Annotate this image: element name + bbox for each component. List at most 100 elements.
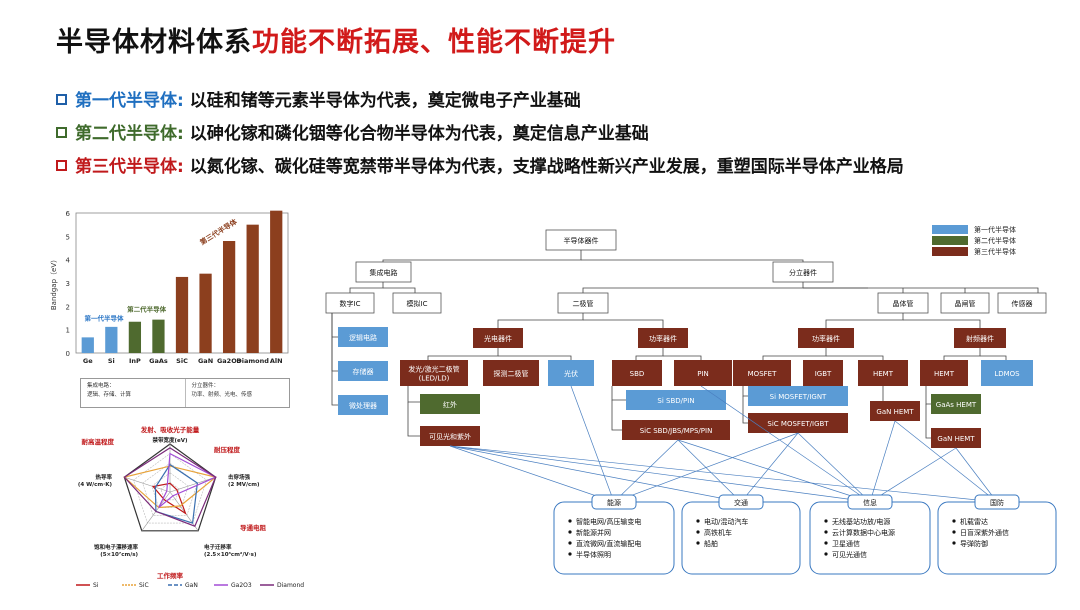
node-gaas-hemt [931,394,981,414]
node-hemt-label: HEMT [873,370,894,378]
node-ic-sub [338,395,388,415]
connector [803,287,1039,293]
app-link [740,432,799,503]
node-sensor-label: 传感器 [1012,299,1033,308]
radar-grid [160,482,180,501]
y-tick-label: 1 [66,327,70,335]
connector [903,319,981,328]
title-accent: 功能不断拓展、性能不断提升 [252,27,616,58]
radar-callout: 发射、吸收光子能量 [140,425,200,434]
connector [925,386,931,405]
app-link [449,445,871,503]
app-link [894,420,998,503]
connector [497,313,584,328]
checkbox-icon [56,94,67,105]
y-tick-label: 6 [66,210,71,218]
app-link [797,432,871,503]
y-tick-label: 3 [66,280,70,288]
legend-swatch [932,225,968,234]
radar-series-SiC [123,465,217,509]
node-gan-hemt [870,401,920,421]
bullet-dot [568,519,572,523]
node-sic-sbd-label: SiC SBD/JBS/MPS/PIN [640,427,713,435]
connector [980,355,1007,360]
node-detector-label: 探测二极管 [494,369,529,378]
app-link [570,385,615,503]
app-link [449,445,998,503]
connector [825,313,904,328]
connector [383,287,416,293]
app-tag [847,494,893,510]
node-power-trans-label: 功率器件 [812,334,840,343]
connector [611,400,622,431]
app-item: 无线基站功放/电源 [832,517,890,526]
legend-label: 第一代半导体 [974,225,1016,234]
bullet-dot [952,541,956,545]
radar-callout: 耐高温程度 [82,437,115,446]
app-title: 信息 [863,498,877,507]
bullet-dot [568,552,572,556]
radar-legend-label: GaN [185,582,198,589]
bar-Ga2O3 [222,241,236,353]
bullet-dot [696,541,700,545]
app-title: 能源 [607,498,621,507]
node-igbt [803,360,843,386]
y-tick-label: 4 [66,257,71,265]
node-led [400,360,468,386]
app-item: 机载雷达 [960,517,988,526]
node-rf [954,328,1006,348]
connector [382,250,582,262]
node-power-diode [638,328,688,348]
legend-ic: 集成电路：逻辑、存储、计算 [87,383,132,398]
node-opto [473,328,523,348]
node-gaas-hemt-label: GaAs HEMT [936,401,977,409]
page-title: 半导体材料体系功能不断拓展、性能不断提升 [56,20,616,59]
radar-axis-label: 电子迁移率(2.5×10³cm²/V·s) [204,543,257,558]
bullet-dot [568,541,572,545]
app-title: 国防 [990,498,1004,507]
node-ldmos [981,360,1033,386]
connector [826,355,884,360]
node-hemt [858,360,908,386]
app-link [869,447,957,503]
radar-axis-label: 热导率(4 W/cm·K) [78,473,113,488]
bullet-dot [568,530,572,534]
connector [349,282,384,293]
bullet-dot [824,552,828,556]
bullet-gen2: 第二代半导体: 以砷化镓和磷化铟等化合物半导体为代表，奠定信息产业基础 [56,119,649,144]
app-tag [974,494,1020,510]
annotation-gen2: 第二代半导体 [127,304,167,313]
connector [663,355,702,360]
connector [498,355,572,360]
radar-series-Ga2O3 [158,452,218,508]
radar-legend-label: SiC [139,582,149,589]
app-item: 卫星通信 [832,539,860,548]
bullet-gen1: 第一代半导体: 以硅和锗等元素半导体为代表，奠定微电子产业基础 [56,86,581,111]
y-tick-label: 2 [66,303,70,311]
x-tick-label: Ga2O3 [217,357,241,365]
bullet-label: 第一代半导体: [75,91,184,111]
title-main: 半导体材料体系 [56,27,252,58]
radar-spoke [169,476,216,493]
checkbox-icon [56,160,67,171]
bullet-dot [696,519,700,523]
node-pin-label: PIN [697,370,709,378]
connector [581,259,804,262]
app-item: 导弹防御 [960,539,988,548]
node-led-label: 发光/激光二极管(LED/LD) [408,365,459,383]
connector [742,396,748,424]
node-sic-mosfet-label: SiC MOSFET/IGBT [767,420,829,428]
node-pin [674,360,732,386]
bullet-text: 以砷化镓和磷化铟等化合物半导体为代表，奠定信息产业基础 [183,124,649,144]
radar-series-GaN [154,463,199,524]
x-tick-label: Diamond [236,357,269,365]
radar-legend-label: Ga2O3 [231,582,252,589]
app-link [955,447,998,503]
checkbox-icon [56,127,67,138]
connector [331,313,338,338]
radar-callout: 工作频率 [157,571,184,580]
bullet-dot [952,530,956,534]
connector [925,404,931,439]
connector [331,313,338,406]
